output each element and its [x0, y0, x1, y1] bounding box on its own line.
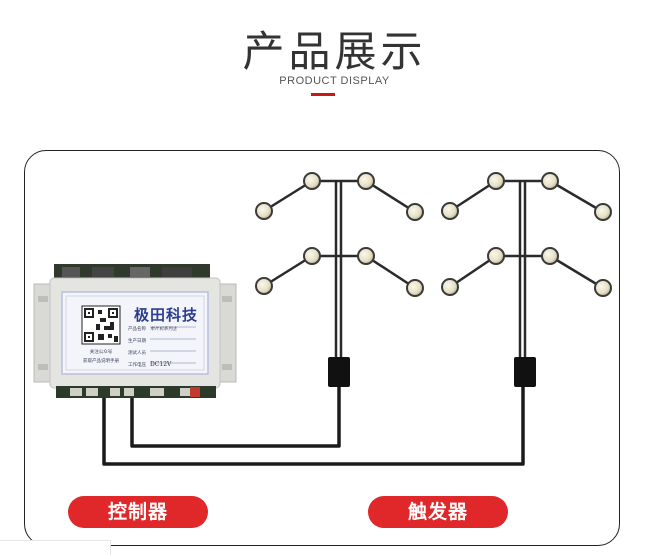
trigger-1-connector	[328, 357, 350, 387]
title-accent-bar	[311, 93, 335, 96]
qr-caption-1: 关注公众号	[90, 348, 113, 355]
page-title: 产品展示	[242, 27, 427, 76]
wire-to-trigger-1	[130, 386, 341, 448]
device-field-value-1: 单片机系列主	[150, 326, 177, 332]
device-field-label-2: 生产日期	[128, 337, 146, 344]
device-brand: 极田科技	[134, 306, 198, 324]
controller-device	[33, 264, 237, 398]
device-field-label-1: 产品名称	[128, 325, 146, 332]
trigger-2-connector	[514, 357, 536, 387]
trigger-label: 触发器	[368, 496, 508, 528]
trigger-1	[255, 172, 424, 387]
wire-to-trigger-2	[102, 386, 525, 466]
wire-group	[102, 386, 525, 466]
device-field-value-4: DC12V	[150, 361, 172, 368]
device-field-label-4: 工作电压	[128, 361, 146, 368]
display-frame	[24, 150, 620, 546]
page-subtitle: PRODUCT DISPLAY	[279, 75, 390, 87]
trigger-2	[441, 172, 612, 387]
corner-tab	[0, 540, 111, 555]
device-field-label-3: 测试人员	[128, 349, 146, 356]
qr-caption-2: 获取产品说明手册	[83, 357, 119, 364]
controller-label: 控制器	[68, 496, 208, 528]
